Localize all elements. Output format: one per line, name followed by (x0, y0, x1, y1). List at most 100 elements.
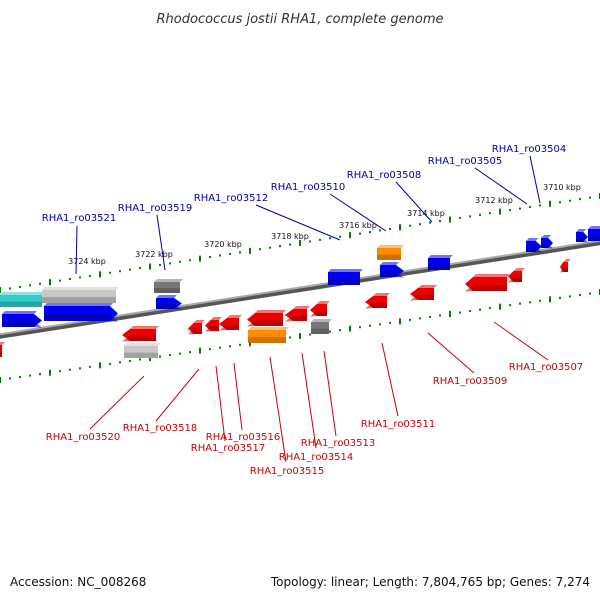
major-tick (449, 311, 451, 317)
minor-tick (29, 284, 31, 287)
minor-tick (459, 311, 461, 314)
gene-reverse (247, 310, 286, 327)
minor-tick (339, 329, 341, 332)
gene-label-forward: RHA1_ro03504 (492, 144, 567, 155)
major-tick (449, 216, 451, 223)
minor-tick (589, 196, 591, 199)
gene-reverse (0, 342, 5, 357)
gene-forward (328, 269, 363, 285)
leader-line (329, 193, 387, 232)
minor-tick (209, 348, 211, 351)
minor-tick (169, 354, 171, 357)
gene-features (0, 226, 600, 358)
minor-tick (119, 270, 121, 273)
scale-label: 3718 kbp (271, 232, 309, 241)
minor-tick (419, 223, 421, 226)
major-tick (299, 333, 301, 339)
gene-forward (526, 238, 542, 253)
minor-tick (19, 376, 21, 379)
minor-tick (9, 287, 11, 290)
minor-tick (329, 237, 331, 240)
gene-reverse (310, 301, 330, 317)
leader-line (215, 365, 226, 442)
gene-reverse (365, 293, 390, 309)
minor-tick (419, 317, 421, 320)
minor-tick (69, 278, 71, 281)
minor-tick (479, 213, 481, 216)
leader-line (156, 214, 166, 271)
minor-tick (169, 262, 171, 265)
minor-tick (359, 232, 361, 235)
gene-label-forward: RHA1_ro03508 (347, 170, 422, 181)
minor-tick (559, 201, 561, 204)
leader-line (269, 356, 287, 463)
gene-label-reverse: RHA1_ro03515 (250, 466, 325, 477)
minor-tick (329, 330, 331, 333)
minor-tick (179, 260, 181, 263)
backbone-shadow (0, 240, 600, 339)
gene-reverse (508, 268, 525, 283)
gene-reverse (205, 317, 222, 332)
leader-line (323, 350, 337, 437)
minor-tick (369, 324, 371, 327)
major-tick (399, 318, 401, 325)
minor-tick (29, 374, 31, 377)
major-tick (549, 296, 551, 303)
gene-label-reverse: RHA1_ro03517 (191, 443, 266, 454)
leader-line (301, 352, 317, 449)
scale-label: 3710 kbp (543, 183, 581, 192)
major-tick (249, 247, 251, 254)
scale-label: 3724 kbp (68, 257, 106, 266)
minor-tick (339, 235, 341, 238)
gene-reverse (410, 285, 437, 301)
gene-other (154, 279, 183, 293)
gene-reverse (122, 326, 159, 342)
minor-tick (459, 216, 461, 219)
minor-tick (529, 205, 531, 208)
minor-tick (239, 251, 241, 254)
minor-tick (519, 302, 521, 305)
major-tick (549, 200, 551, 207)
gene-forward (44, 303, 118, 322)
major-tick (0, 377, 1, 383)
minor-tick (429, 315, 431, 318)
major-tick (299, 240, 301, 246)
scale-label: 3722 kbp (135, 250, 173, 259)
major-tick (99, 362, 101, 369)
minor-tick (79, 276, 81, 279)
leader-line (155, 368, 200, 422)
leader-line (233, 362, 243, 431)
scale-label: 3712 kbp (475, 196, 513, 205)
major-tick (149, 263, 151, 270)
minor-tick (59, 370, 61, 373)
reverse-tick-row (0, 289, 600, 383)
gene-label-forward: RHA1_ro03519 (118, 203, 193, 214)
leader-line (75, 225, 78, 275)
minor-tick (359, 326, 361, 329)
gene-label-reverse: RHA1_ro03518 (123, 423, 198, 434)
gene-label-reverse: RHA1_ro03513 (301, 438, 376, 449)
minor-tick (509, 209, 511, 212)
scale-label: 3720 kbp (204, 240, 242, 249)
minor-tick (69, 368, 71, 371)
major-tick (249, 340, 251, 347)
minor-tick (579, 293, 581, 296)
minor-tick (319, 238, 321, 241)
minor-tick (79, 367, 81, 370)
minor-tick (379, 323, 381, 326)
scale-label: 3716 kbp (339, 221, 377, 230)
minor-tick (539, 299, 541, 302)
minor-tick (429, 221, 431, 224)
gene-other (311, 319, 332, 334)
gene-other (124, 343, 161, 358)
minor-tick (469, 215, 471, 218)
gene-label-reverse: RHA1_ro03514 (279, 452, 354, 463)
minor-tick (209, 256, 211, 259)
gene-label-forward: RHA1_ro03521 (42, 213, 117, 224)
major-tick (49, 369, 51, 376)
leader-line (493, 321, 549, 361)
leader-line (474, 167, 528, 205)
minor-tick (559, 296, 561, 299)
gene-reverse (560, 259, 571, 273)
